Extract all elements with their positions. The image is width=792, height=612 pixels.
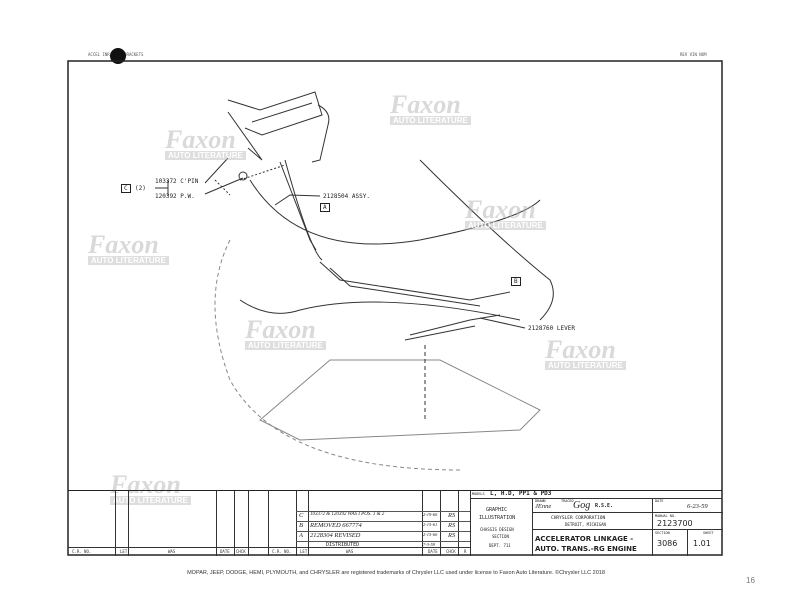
revision-table: C.R. NO. LET WAS DATE CHCK C.R. NO. LET … <box>68 491 470 556</box>
drawn-label: DRAWN <box>535 499 546 503</box>
page-number: 16 <box>746 576 755 585</box>
rev-header-let: LET <box>120 549 128 554</box>
section-number: 3086 <box>657 539 678 548</box>
rev-header-chk: CHCK <box>446 549 456 554</box>
callout-box-b: B <box>511 277 521 286</box>
models-value: L, H.D, PP1 & PD3 <box>490 490 552 497</box>
header-right-text: REV VIN NOM <box>680 52 707 57</box>
rev-header-date: DATE <box>428 549 438 554</box>
callout-box-a: A <box>320 203 330 212</box>
rev-header-was: WAS <box>168 549 176 554</box>
rev-header-r: R <box>464 549 467 554</box>
callout-part-cpin: 103372 C'PIN <box>155 178 199 185</box>
rev-header-chk: CHCK <box>236 549 246 554</box>
trademark-footer: MOPAR, JEEP, DODGE, HEMI, PLYMOUTH, and … <box>187 570 605 576</box>
manual-label: MANUAL NO. <box>655 514 677 518</box>
callout-lever: 2128760 LEVER <box>528 325 575 332</box>
graphic-illustration-block: GRAPHIC ILLUSTRATION CHASSIS DESIGN SECT… <box>470 491 533 556</box>
drawing-info: DRAWN JEnne TRACED Gog R.S.E. CHRYSLER C… <box>532 498 653 556</box>
sheet-number: 1.01 <box>693 539 711 548</box>
manual-info: DATE 6-23-59 MANUAL NO. 2123700 SECTION … <box>652 498 723 556</box>
callout-qty: (2) <box>135 185 146 192</box>
rev-header-let: LET <box>300 549 308 554</box>
date-value: 6-23-59 <box>687 503 708 510</box>
title-block: C.R. NO. LET WAS DATE CHCK C.R. NO. LET … <box>68 490 723 556</box>
callout-part-washer: 120392 P.W. <box>155 193 195 200</box>
section-no-label: SECTION <box>655 531 670 535</box>
callout-assy: 2128504 ASSY. <box>323 193 370 200</box>
company-city: DETROIT, MICHIGAN <box>565 522 606 527</box>
section-label: SECTION <box>492 534 509 539</box>
sheet-label: SHEET <box>703 531 714 535</box>
drawn-value: JEnne <box>535 503 552 510</box>
drawing-title-line1: ACCELERATOR LINKAGE - <box>535 535 634 543</box>
graphic-label: GRAPHIC <box>486 507 508 513</box>
rev-header-cr-no: C.R. NO. <box>72 549 92 554</box>
illustration-label: ILLUSTRATION <box>479 515 516 521</box>
drawing-title-line2: AUTO. TRANS.-RG ENGINE <box>535 545 637 553</box>
rev-header-date: DATE <box>220 549 230 554</box>
rev-header-cr-no: C.R. NO. <box>272 549 292 554</box>
company-name: CHRYSLER CORPORATION <box>551 516 606 521</box>
dept-label: DEPT. 711 <box>489 543 511 548</box>
rev-header-was: WAS <box>346 549 354 554</box>
chassis-label: CHASSIS DESIGN <box>480 527 514 532</box>
callout-box-c: C <box>121 184 131 193</box>
models-label: MODELS <box>472 492 485 496</box>
traced-value: Gog <box>573 500 591 511</box>
checked-value: R.S.E. <box>595 503 614 509</box>
manual-number: 2123700 <box>657 519 693 528</box>
punch-hole <box>110 48 126 64</box>
traced-label: TRACED <box>561 499 574 503</box>
date-label: DATE <box>655 499 664 503</box>
